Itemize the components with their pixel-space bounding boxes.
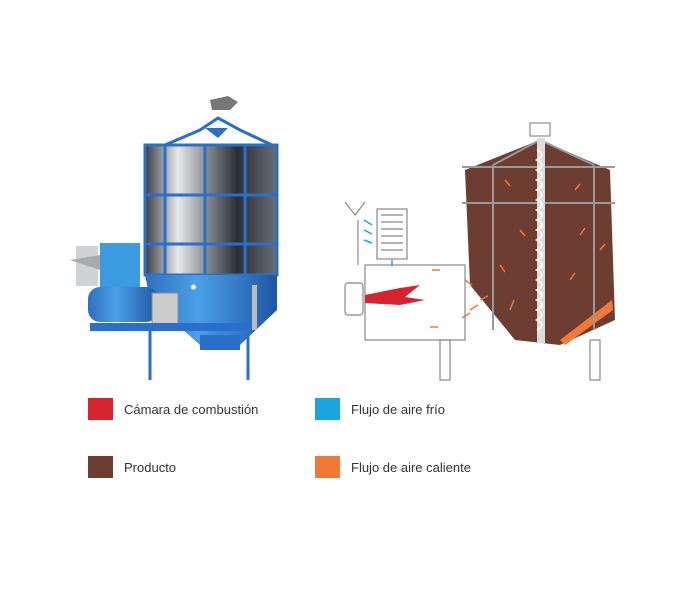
legend-label: Flujo de aire caliente [351, 459, 471, 475]
legend-item-product: Producto [88, 456, 176, 478]
grain-dryer-photo: ✺ [70, 96, 279, 380]
legend-swatch [315, 456, 340, 478]
legend-swatch [88, 398, 113, 420]
legend-swatch [315, 398, 340, 420]
svg-text:✺: ✺ [190, 283, 197, 292]
dryer-schematic [344, 122, 615, 381]
legend-item-combustion-chamber: Cámara de combustión [88, 398, 258, 420]
legend-item-hot-air-flow: Flujo de aire caliente [315, 456, 471, 478]
legend-item-cold-air-flow: Flujo de aire frío [315, 398, 445, 420]
legend-label: Cámara de combustión [124, 401, 259, 417]
legend-label: Flujo de aire frío [351, 401, 445, 417]
legend-label: Producto [124, 459, 177, 475]
legend-swatch [88, 456, 113, 478]
